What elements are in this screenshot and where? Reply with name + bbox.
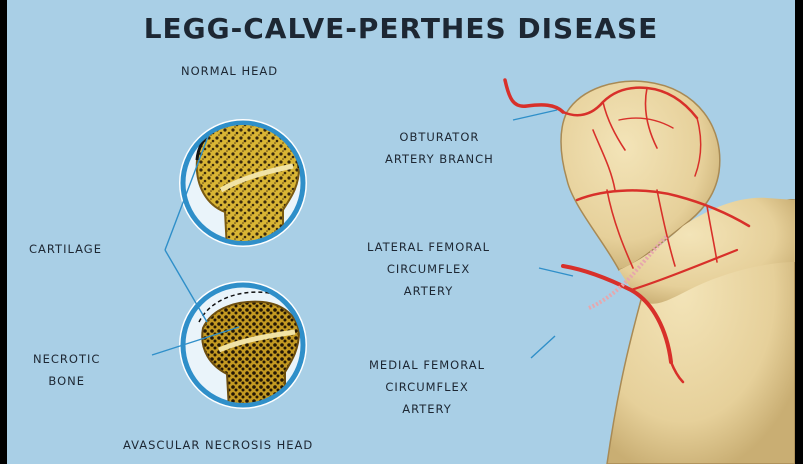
medial-pointer	[531, 336, 555, 358]
cartilage-label: CARTILAGE	[29, 238, 102, 260]
normal-head-label: NORMAL HEAD	[181, 60, 278, 82]
avascular-head-label: AVASCULAR NECROSIS HEAD	[123, 434, 313, 456]
lateral-pointer	[539, 268, 573, 276]
necrotic-bone-label: NECROTIC BONE	[33, 348, 100, 392]
normal-head-circle	[179, 118, 307, 250]
obturator-artery-label: OBTURATOR ARTERY BRANCH	[385, 126, 494, 170]
medial-circumflex-label: MEDIAL FEMORAL CIRCUMFLEX ARTERY	[369, 354, 485, 420]
lateral-circumflex-label: LATERAL FEMORAL CIRCUMFLEX ARTERY	[367, 236, 490, 302]
necrosis-head-circle	[179, 281, 307, 410]
diagram-frame: LEGG-CALVE-PERTHES DISEASE	[7, 0, 795, 464]
obturator-pointer	[513, 110, 557, 120]
